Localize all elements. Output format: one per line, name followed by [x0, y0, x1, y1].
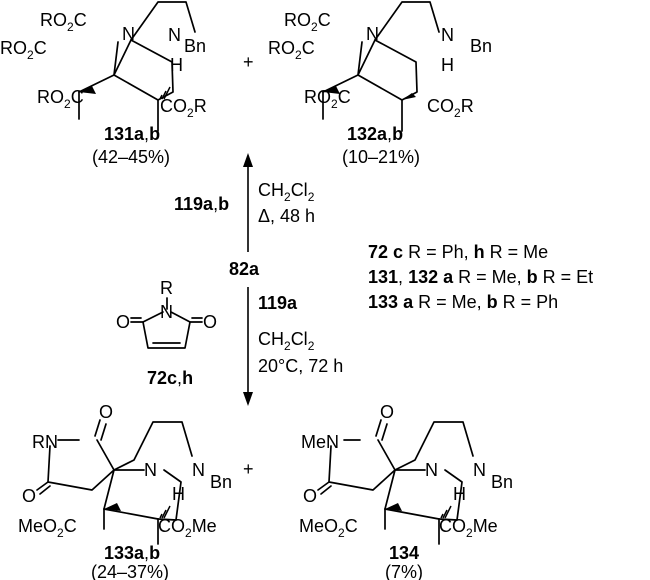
structure-72ch: R N O O	[116, 278, 217, 349]
atom-n: N	[441, 25, 454, 45]
atom-o: O	[116, 312, 130, 332]
ester-meo2c: MeO2C	[299, 516, 358, 540]
compound-label-133ab: 133a,b	[104, 543, 160, 563]
compound-label-134: 134	[389, 543, 419, 563]
ester-ro2c: RO2C	[0, 38, 47, 62]
atom-n: N	[425, 460, 438, 480]
atom-n: N	[122, 24, 135, 44]
atom-bn: Bn	[470, 36, 492, 56]
plus-sign: +	[243, 459, 254, 479]
structure-133ab: RN O O N N Bn H MeO2C CO2Me	[18, 402, 232, 545]
hash-bond	[440, 505, 452, 519]
atom-bn: Bn	[210, 472, 232, 492]
atom-o: O	[99, 402, 113, 422]
atom-h: H	[453, 484, 466, 504]
arrow-up	[243, 153, 253, 252]
legend-line-2: 131, 132 a R = Me, b R = Et	[368, 267, 593, 287]
solvent-lower: CH2Cl2	[258, 329, 315, 353]
ester-co2me: CO2Me	[158, 516, 217, 540]
ester-co2r: CO2R	[160, 96, 207, 120]
structure-134: MeN O O N N Bn H MeO2C CO2Me	[299, 402, 513, 545]
hash-bond	[159, 86, 171, 100]
yield-132ab: (10–21%)	[342, 147, 420, 167]
plus-sign: +	[243, 52, 254, 72]
atom-n: N	[168, 25, 181, 45]
conditions-upper: Δ, 48 h	[258, 206, 315, 226]
yield-134: (7%)	[385, 562, 423, 580]
atom-bn: Bn	[184, 36, 206, 56]
solvent-upper: CH2Cl2	[258, 180, 315, 204]
atom-h: H	[172, 484, 185, 504]
atom-rn: RN	[32, 432, 58, 452]
atom-o: O	[203, 312, 217, 332]
atom-h: H	[170, 55, 183, 75]
atom-o: O	[303, 486, 317, 506]
atom-n: N	[192, 460, 205, 480]
ester-co2me: CO2Me	[439, 516, 498, 540]
legend-line-1: 72 c R = Ph, h R = Me	[368, 242, 548, 262]
reagent-119a: 119a	[258, 293, 298, 313]
atom-n: N	[366, 24, 379, 44]
yield-131ab: (42–45%)	[92, 147, 170, 167]
atom-r: R	[160, 278, 173, 298]
reagent-119ab: 119a,b	[174, 194, 229, 214]
legend: 72 c R = Ph, h R = Me 131, 132 a R = Me,…	[368, 242, 593, 312]
ester-ro2c: RO2C	[37, 87, 84, 111]
compound-label-131ab: 131a,b	[104, 124, 160, 144]
arrow-down	[243, 287, 253, 406]
atom-n: N	[160, 302, 173, 322]
atom-o: O	[380, 402, 394, 422]
atom-n: N	[144, 460, 157, 480]
structure-131ab: N N Bn H RO2C RO2C RO2C CO2R	[0, 1, 207, 132]
yield-133ab: (24–37%)	[91, 562, 169, 580]
legend-line-3: 133 a R = Me, b R = Ph	[368, 292, 558, 312]
atom-n: N	[473, 460, 486, 480]
compound-label-72ch: 72c,h	[147, 368, 193, 388]
hash-bond	[159, 505, 171, 519]
atom-bn: Bn	[491, 472, 513, 492]
conditions-lower: 20°C, 72 h	[258, 356, 343, 376]
ester-ro2c: RO2C	[284, 10, 331, 34]
ester-ro2c: RO2C	[268, 38, 315, 62]
ester-ro2c: RO2C	[304, 87, 351, 111]
ester-meo2c: MeO2C	[18, 516, 77, 540]
compound-label-132ab: 132a,b	[347, 124, 403, 144]
structure-132ab: N N Bn H RO2C RO2C RO2C CO2R	[268, 1, 492, 132]
atom-men: MeN	[301, 432, 339, 452]
atom-h: H	[441, 55, 454, 75]
atom-o: O	[22, 486, 36, 506]
ester-ro2c: RO2C	[40, 10, 87, 34]
reactant-82a: 82a	[229, 259, 260, 279]
ester-co2r: CO2R	[427, 96, 474, 120]
